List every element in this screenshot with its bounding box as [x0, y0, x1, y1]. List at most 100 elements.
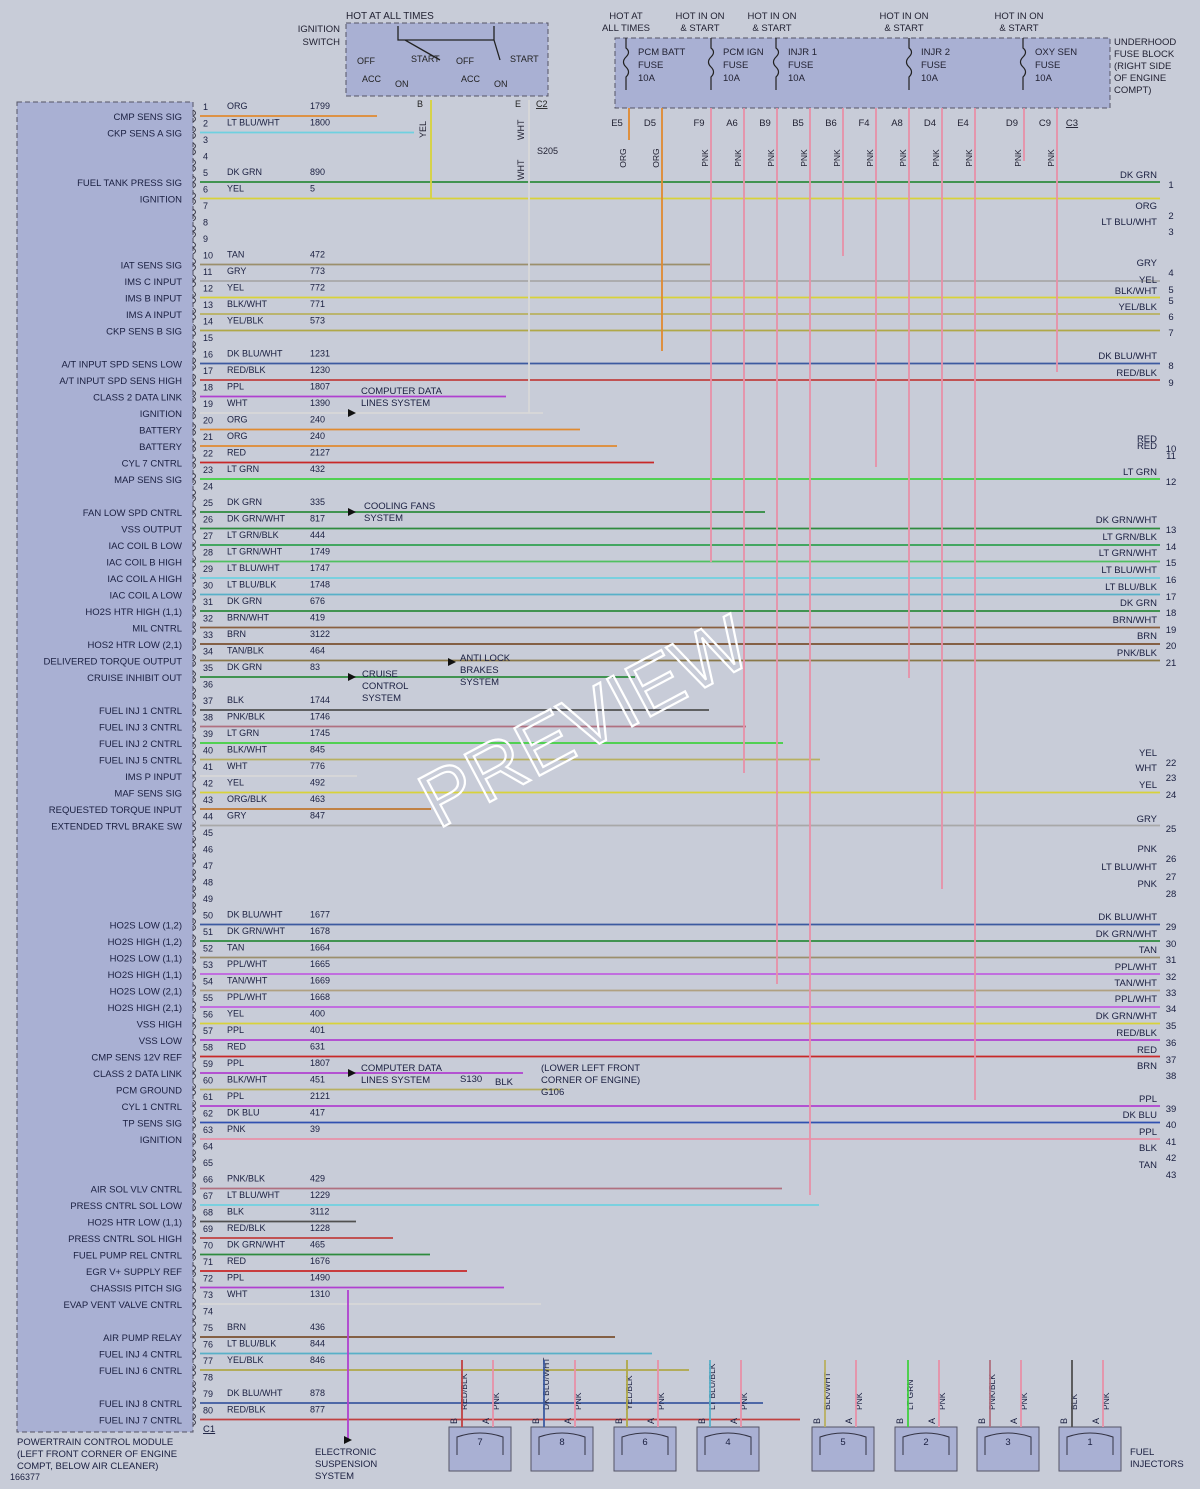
pcm-wire-color-52: TAN [227, 943, 244, 953]
pcm-pin-num-46: 46 [203, 845, 213, 855]
fuse-pin-B5: B5 [792, 118, 804, 129]
hot-label-2-0: HOT IN ON [748, 11, 797, 22]
output-num-19-19: 19 [1166, 625, 1177, 636]
fuse-wire-label-4: PNK [766, 149, 776, 167]
pcm-circuit-40: 845 [310, 745, 325, 755]
pcm-pin-symbol-56 [192, 1017, 196, 1030]
pcm-wire-color-27: LT GRN/BLK [227, 530, 279, 540]
pcm-footer-1: (LEFT FRONT CORNER OF ENGINE [17, 1449, 177, 1460]
fuse-wire-label-12: PNK [1046, 149, 1056, 167]
pcm-pin-symbol-54 [192, 984, 196, 997]
output-num-12-12: 12 [1166, 477, 1177, 488]
computer-data-arrow [348, 409, 356, 417]
switch-on-1: ON [395, 79, 409, 89]
pcm-pin-num-27: 27 [203, 531, 213, 541]
output-color-0: DK GRN [1120, 170, 1157, 181]
output-color-14: LT GRN/BLK [1102, 532, 1157, 543]
pcm-pin-num-54: 54 [203, 977, 213, 987]
ign-wht-label-2: WHT [516, 159, 526, 180]
pcm-pin-symbol-30 [192, 588, 196, 601]
pcm-func-27: IAC COIL B LOW [108, 541, 182, 552]
fuse-block-text-1: FUSE BLOCK [1114, 49, 1175, 60]
pcm-pin-num-24: 24 [203, 482, 213, 492]
pcm-circuit-11: 773 [310, 266, 325, 276]
pcm-wire-color-59: PPL [227, 1058, 244, 1068]
output-num-18-18: 18 [1166, 608, 1177, 619]
ignition-switch-label-1: IGNITION [298, 24, 340, 35]
output-num-31-31: 31 [1166, 955, 1177, 966]
pcm-pin-num-23: 23 [203, 465, 213, 475]
pcm-func-28: IAC COIL B HIGH [106, 558, 182, 569]
pcm-wire-color-17: RED/BLK [227, 365, 266, 375]
pcm-pin-symbol-48 [192, 885, 196, 898]
pcm-circuit-17: 1230 [310, 365, 330, 375]
pcm-wire-color-33: BRN [227, 629, 246, 639]
pcm-pin-num-29: 29 [203, 564, 213, 574]
output-color-22: YEL [1139, 748, 1157, 759]
injector-a-color-1: PNK [1101, 1392, 1111, 1410]
injector-box-6 [613, 1426, 677, 1472]
pcm-func-17: A/T INPUT SPD SENS HIGH [59, 376, 182, 387]
pcm-pin-num-9: 9 [203, 234, 208, 244]
pcm-pin-symbol-66 [192, 1182, 196, 1195]
fuse-label-4-1: FUSE [1035, 60, 1060, 71]
output-color-18: DK GRN [1120, 598, 1157, 609]
pcm-wire-color-68: BLK [227, 1207, 244, 1217]
pcm-func-63: IGNITION [140, 1135, 182, 1146]
pcm-pin-num-80: 80 [203, 1406, 213, 1416]
output-color-2: LT BLU/WHT [1101, 217, 1157, 228]
pcm-func-6: IGNITION [140, 195, 182, 206]
output-num-21-21: 21 [1166, 658, 1177, 669]
switch-connector-c2: C2 [536, 99, 548, 109]
pcm-pin-num-78: 78 [203, 1373, 213, 1383]
pcm-pin-symbol-52 [192, 951, 196, 964]
pcm-pin-symbol-69 [192, 1231, 196, 1245]
switch-acc-1: ACC [362, 74, 382, 84]
pcm-pin-num-6: 6 [203, 185, 208, 195]
injector-a-color-6: PNK [656, 1392, 666, 1410]
injector-b-color-3: PNK/BLK [987, 1374, 997, 1410]
underhood-fuse-block [614, 37, 1111, 109]
pcm-func-23: MAP SENS SIG [114, 475, 182, 486]
fuse-label-4-2: 10A [1035, 73, 1053, 84]
fuse-label-2-1: FUSE [788, 60, 813, 71]
fuse-wire-label-7: PNK [865, 149, 875, 167]
pcm-wire-color-11: GRY [227, 266, 246, 276]
pcm-circuit-43: 463 [310, 794, 325, 804]
fuse-wire-label-8: PNK [898, 149, 908, 167]
computer-data2-arrow [348, 1069, 356, 1077]
pcm-circuit-34: 464 [310, 646, 325, 656]
pcm-circuit-56: 400 [310, 1009, 325, 1019]
pcm-pin-symbol-49 [192, 901, 196, 915]
pcm-wire-color-1: ORG [227, 101, 248, 111]
fuse-pin-E4: E4 [957, 118, 969, 129]
pcm-wire-color-69: RED/BLK [227, 1223, 266, 1233]
pcm-wire-color-39: LT GRN [227, 728, 259, 738]
pcm-pin-num-62: 62 [203, 1109, 213, 1119]
pcm-pin-symbol-8 [192, 225, 196, 238]
pcm-pin-symbol-19 [192, 406, 196, 420]
pcm-pin-num-18: 18 [203, 383, 213, 393]
injector-pin-a-3: A [1009, 1418, 1019, 1424]
pcm-pin-symbol-24 [192, 489, 196, 502]
injectors-label-0: FUEL [1130, 1447, 1154, 1458]
pcm-func-14: CKP SENS B SIG [106, 327, 182, 338]
pcm-pin-symbol-71 [192, 1264, 196, 1278]
ground-blk-label: BLK [495, 1077, 514, 1088]
pcm-pin-num-55: 55 [203, 993, 213, 1003]
pcm-pin-num-65: 65 [203, 1158, 213, 1168]
pcm-pin-num-39: 39 [203, 729, 213, 739]
output-color-35: DK GRN/WHT [1096, 1011, 1157, 1022]
pcm-pin-num-72: 72 [203, 1274, 213, 1284]
pcm-pin-symbol-5 [192, 175, 196, 189]
pcm-wire-color-63: PNK [227, 1124, 246, 1134]
fuse-label-1-1: FUSE [723, 60, 748, 71]
figure-id: 166377 [10, 1472, 40, 1482]
pcm-func-75: AIR PUMP RELAY [103, 1333, 183, 1344]
output-color-5: BLK/WHT [1115, 286, 1157, 297]
output-num-40-40: 40 [1166, 1120, 1177, 1131]
fuse-wire-label-6: PNK [832, 149, 842, 167]
injector-box-7 [448, 1426, 512, 1472]
